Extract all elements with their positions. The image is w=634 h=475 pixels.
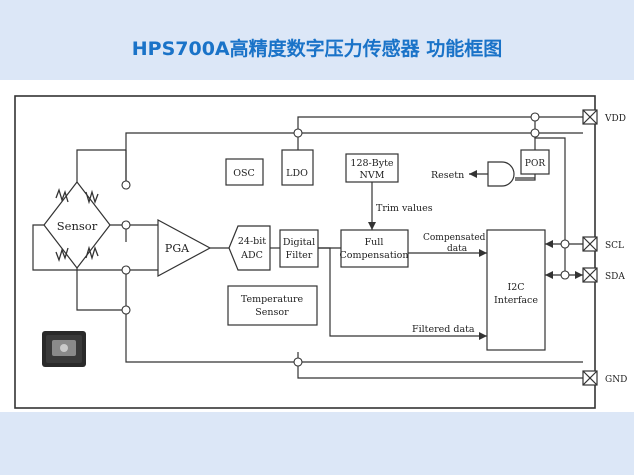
junction [560,239,570,249]
pin-gnd-label: GND [605,375,627,385]
fullcomp-label-1: Full [365,237,384,248]
filtered-data-label: Filtered data [412,324,475,335]
junction [121,180,131,190]
vdd-top-line [297,116,583,133]
arrow-trim [368,222,376,230]
nvm-label-1: 128-Byte [350,158,394,169]
pin-sda-label: SDA [605,272,625,282]
arrow-scl [545,240,553,248]
arrow-sda-left [545,271,553,279]
pga-label: PGA [165,242,190,255]
adc-label-2: ADC [240,250,263,261]
pin-vdd-box [582,109,598,125]
chip-outline [14,95,596,409]
block-diagram: Sensor PGA 24-bit ADC Digital Filter Ful… [14,95,627,409]
filtered-path [318,247,487,337]
por-label: POR [525,159,545,169]
i2c-label-2: Interface [494,295,538,306]
i2c-label-1: I2C [507,282,524,293]
title-band [0,0,634,80]
osc-label: OSC [233,168,255,179]
compensated-label-1: Compensated [423,233,486,243]
junction [530,112,540,122]
temp-label-1: Temperature [241,294,304,305]
resistor-4 [85,245,99,261]
gnd-bottom-line [297,362,583,379]
vdd-right-branch [534,117,566,240]
adc-block [228,225,271,271]
page-title: HPS700A高精度数字压力传感器 功能框图 [131,38,503,60]
junction [293,357,303,367]
arrow-filtered [479,332,487,340]
filter-label-2: Filter [286,250,313,261]
nvm-label-2: NVM [360,170,385,181]
ldo-label: LDO [286,168,308,179]
adc-label-1: 24-bit [238,236,266,247]
pga-block [157,218,212,278]
pin-gnd-box [582,370,598,386]
sensor-label: Sensor [57,219,98,233]
junction [121,265,131,275]
pin-vdd-label: VDD [604,114,626,124]
filter-block [279,229,319,268]
arrow-resetn [469,170,477,178]
pin-sda-box [582,267,598,283]
ldo-block [281,149,314,186]
junction [560,270,570,280]
resetn-label: Resetn [431,170,464,181]
temp-block [227,285,318,326]
chip-photo [42,331,86,367]
diagram-panel [0,80,634,412]
i2c-block [486,229,546,351]
bridge-left-line [32,224,126,271]
arrow-sda-right [575,271,583,279]
junction [293,128,303,138]
osc-block [225,158,264,186]
gnd-rail [125,274,583,363]
resistor-3 [55,247,69,263]
resistor-2 [85,189,99,205]
vdd-rail [125,132,299,185]
fullcomp-label-2: Compensation [339,250,408,261]
bottom-band [0,412,634,475]
compensated-label-2: data [447,244,468,254]
pin-scl-box [582,236,598,252]
and-gate [487,161,515,187]
junction [530,128,540,138]
pin-scl-label: SCL [605,241,624,251]
fullcomp-block [340,229,409,268]
arrow-comp-i2c [479,249,487,257]
bridge-left-top [76,149,126,182]
temp-label-2: Sensor [255,307,289,318]
bridge-bottom [76,268,126,311]
junction [121,220,131,230]
junction [121,305,131,315]
por-to-and [515,174,536,181]
resistor-1 [55,187,69,203]
trim-values-label: Trim values [376,203,433,214]
filter-label-1: Digital [283,237,315,248]
